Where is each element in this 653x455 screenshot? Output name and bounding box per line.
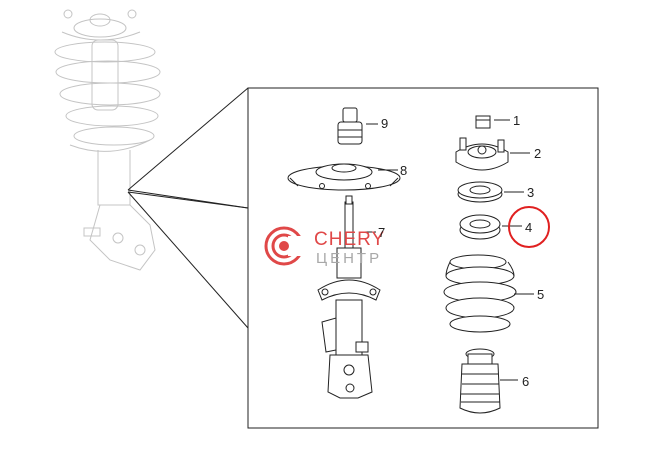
zoom-leader-upper <box>127 87 249 191</box>
part-bearing <box>457 181 524 203</box>
watermark-logo-icon <box>264 226 304 266</box>
callout-2: 2 <box>534 146 541 161</box>
callout-5: 5 <box>537 287 544 302</box>
watermark-bottom-text: ЦЕНТР <box>316 250 382 267</box>
part-dust-boot <box>459 348 518 414</box>
highlight-circle <box>508 206 550 248</box>
part-strut-assembly <box>317 195 381 399</box>
part-top-mount <box>455 137 530 171</box>
part-nut <box>475 115 510 129</box>
part-coil-spring <box>443 254 534 333</box>
callout-8: 8 <box>400 163 407 178</box>
assembled-strut-overview <box>54 9 161 271</box>
callout-3: 3 <box>527 185 534 200</box>
callout-7: 7 <box>378 225 385 240</box>
part-spring-upper-seat <box>287 163 401 191</box>
callout-6: 6 <box>522 374 529 389</box>
part-insulator <box>459 214 522 240</box>
callout-9: 9 <box>381 116 388 131</box>
watermark-top-text: CHERY <box>314 229 385 250</box>
watermark: CHERY ЦЕНТР <box>264 226 385 267</box>
part-bump-stop <box>337 107 378 145</box>
callout-1: 1 <box>513 113 520 128</box>
detail-frame <box>247 87 599 429</box>
callout-4: 4 <box>525 220 532 235</box>
